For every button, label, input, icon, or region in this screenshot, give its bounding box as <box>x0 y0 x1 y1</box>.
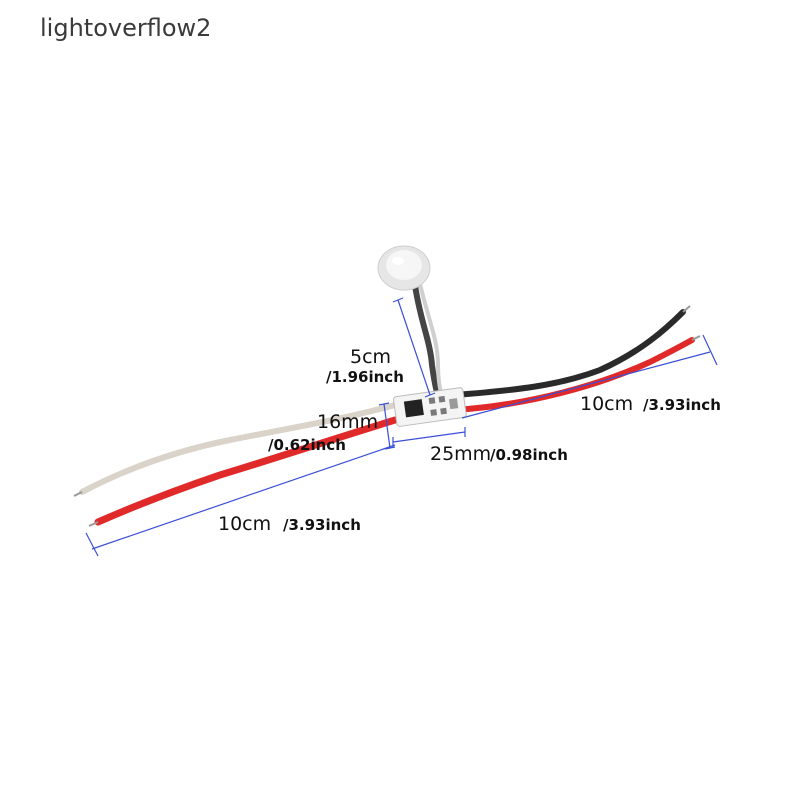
wires <box>73 283 701 527</box>
dim-tick <box>85 532 99 557</box>
pcb-board <box>393 387 467 427</box>
dim-tick <box>392 297 404 303</box>
label-wire-right-imperial: /3.93inch <box>643 396 721 414</box>
white-wire-left <box>79 402 398 495</box>
label-board-width-metric: 16mm <box>317 411 378 433</box>
dimension-lines <box>85 297 718 557</box>
dim-tick <box>424 392 436 398</box>
dim-line-board-length <box>392 431 466 443</box>
dim-line-board-width <box>383 403 391 449</box>
dim-line-wire-left <box>91 444 396 550</box>
label-board-width-imperial: /0.62inch <box>268 436 346 454</box>
wire-tip <box>88 521 99 527</box>
wire-tip <box>73 491 83 497</box>
pir-sensor <box>377 245 431 291</box>
dim-tick <box>702 334 718 366</box>
label-sensor-cable-metric: 5cm <box>350 346 391 368</box>
watermark-text: lightoverflow2 <box>40 14 212 42</box>
wire-tip <box>682 305 691 313</box>
wire-tip <box>691 335 701 341</box>
label-board-length-imperial: /0.98inch <box>490 446 568 464</box>
red-wire-left <box>94 416 399 526</box>
dim-tick <box>378 402 390 406</box>
chip <box>403 399 424 418</box>
label-board-length-metric: 25mm <box>430 443 491 465</box>
sensor-cable-white <box>418 283 446 403</box>
label-wire-left-metric: 10cm <box>218 513 271 535</box>
dim-line-sensor-cable <box>397 299 431 396</box>
black-wire-right <box>452 309 686 398</box>
label-sensor-cable-imperial: /1.96inch <box>326 368 404 386</box>
dimension-labels: 5cm /1.96inch 16mm /0.62inch 25mm /0.98i… <box>218 346 721 535</box>
dim-tick <box>384 446 396 450</box>
label-wire-right-metric: 10cm <box>580 393 633 415</box>
dim-line-wire-right <box>461 351 711 419</box>
label-wire-left-imperial: /3.93inch <box>283 516 361 534</box>
red-wire-right <box>452 337 695 413</box>
